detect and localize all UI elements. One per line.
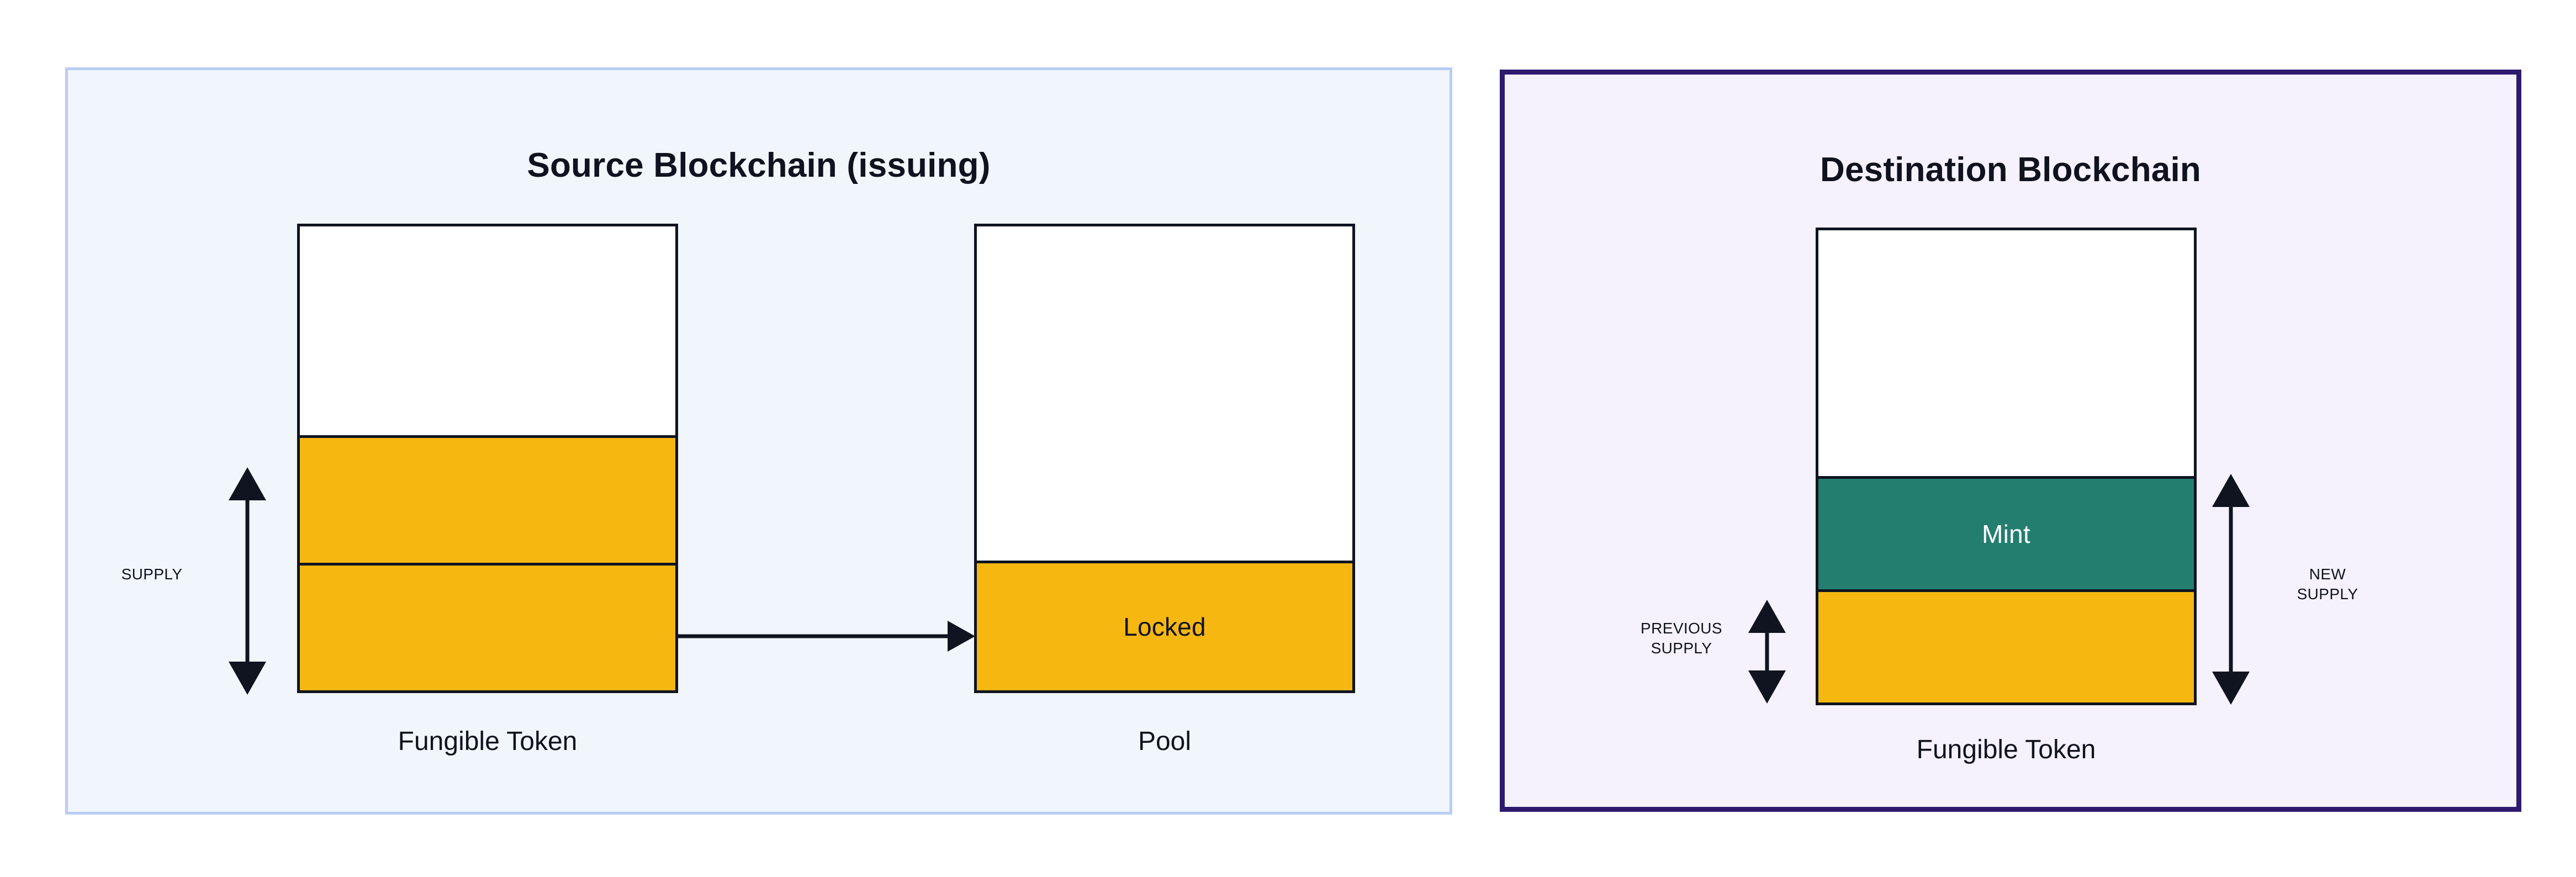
segment-headroom-pool [977,226,1352,561]
panel-source-title: Source Blockchain (issuing) [527,146,991,184]
segment-circulating-source [300,435,675,563]
segment-mint-destination: Mint [1818,476,2194,589]
segment-label-mint: Mint [1982,519,2030,548]
measure-label-previous-supply: PREVIOUS SUPPLY [1641,620,1722,657]
bar-pool: Locked [974,224,1355,693]
segment-to-lock-source [300,563,675,690]
panel-destination-title: Destination Blockchain [1820,151,2201,189]
measure-label-new-supply: NEW SUPPLY [2297,566,2358,603]
bar-fungible-token-destination: Mint [1816,228,2197,705]
measure-label-supply: SUPPLY [121,566,183,583]
bar-caption-fungible-token-destination: Fungible Token [1916,735,2096,764]
bar-fungible-token-source [297,224,678,693]
segment-locked-pool: Locked [977,560,1352,690]
bar-caption-fungible-token-source: Fungible Token [398,727,578,756]
segment-headroom-destination [1818,230,2194,476]
segment-previous-supply-destination [1818,589,2194,702]
bar-caption-pool: Pool [1138,727,1192,756]
segment-headroom-source [300,226,675,435]
segment-label-locked: Locked [1123,612,1206,641]
